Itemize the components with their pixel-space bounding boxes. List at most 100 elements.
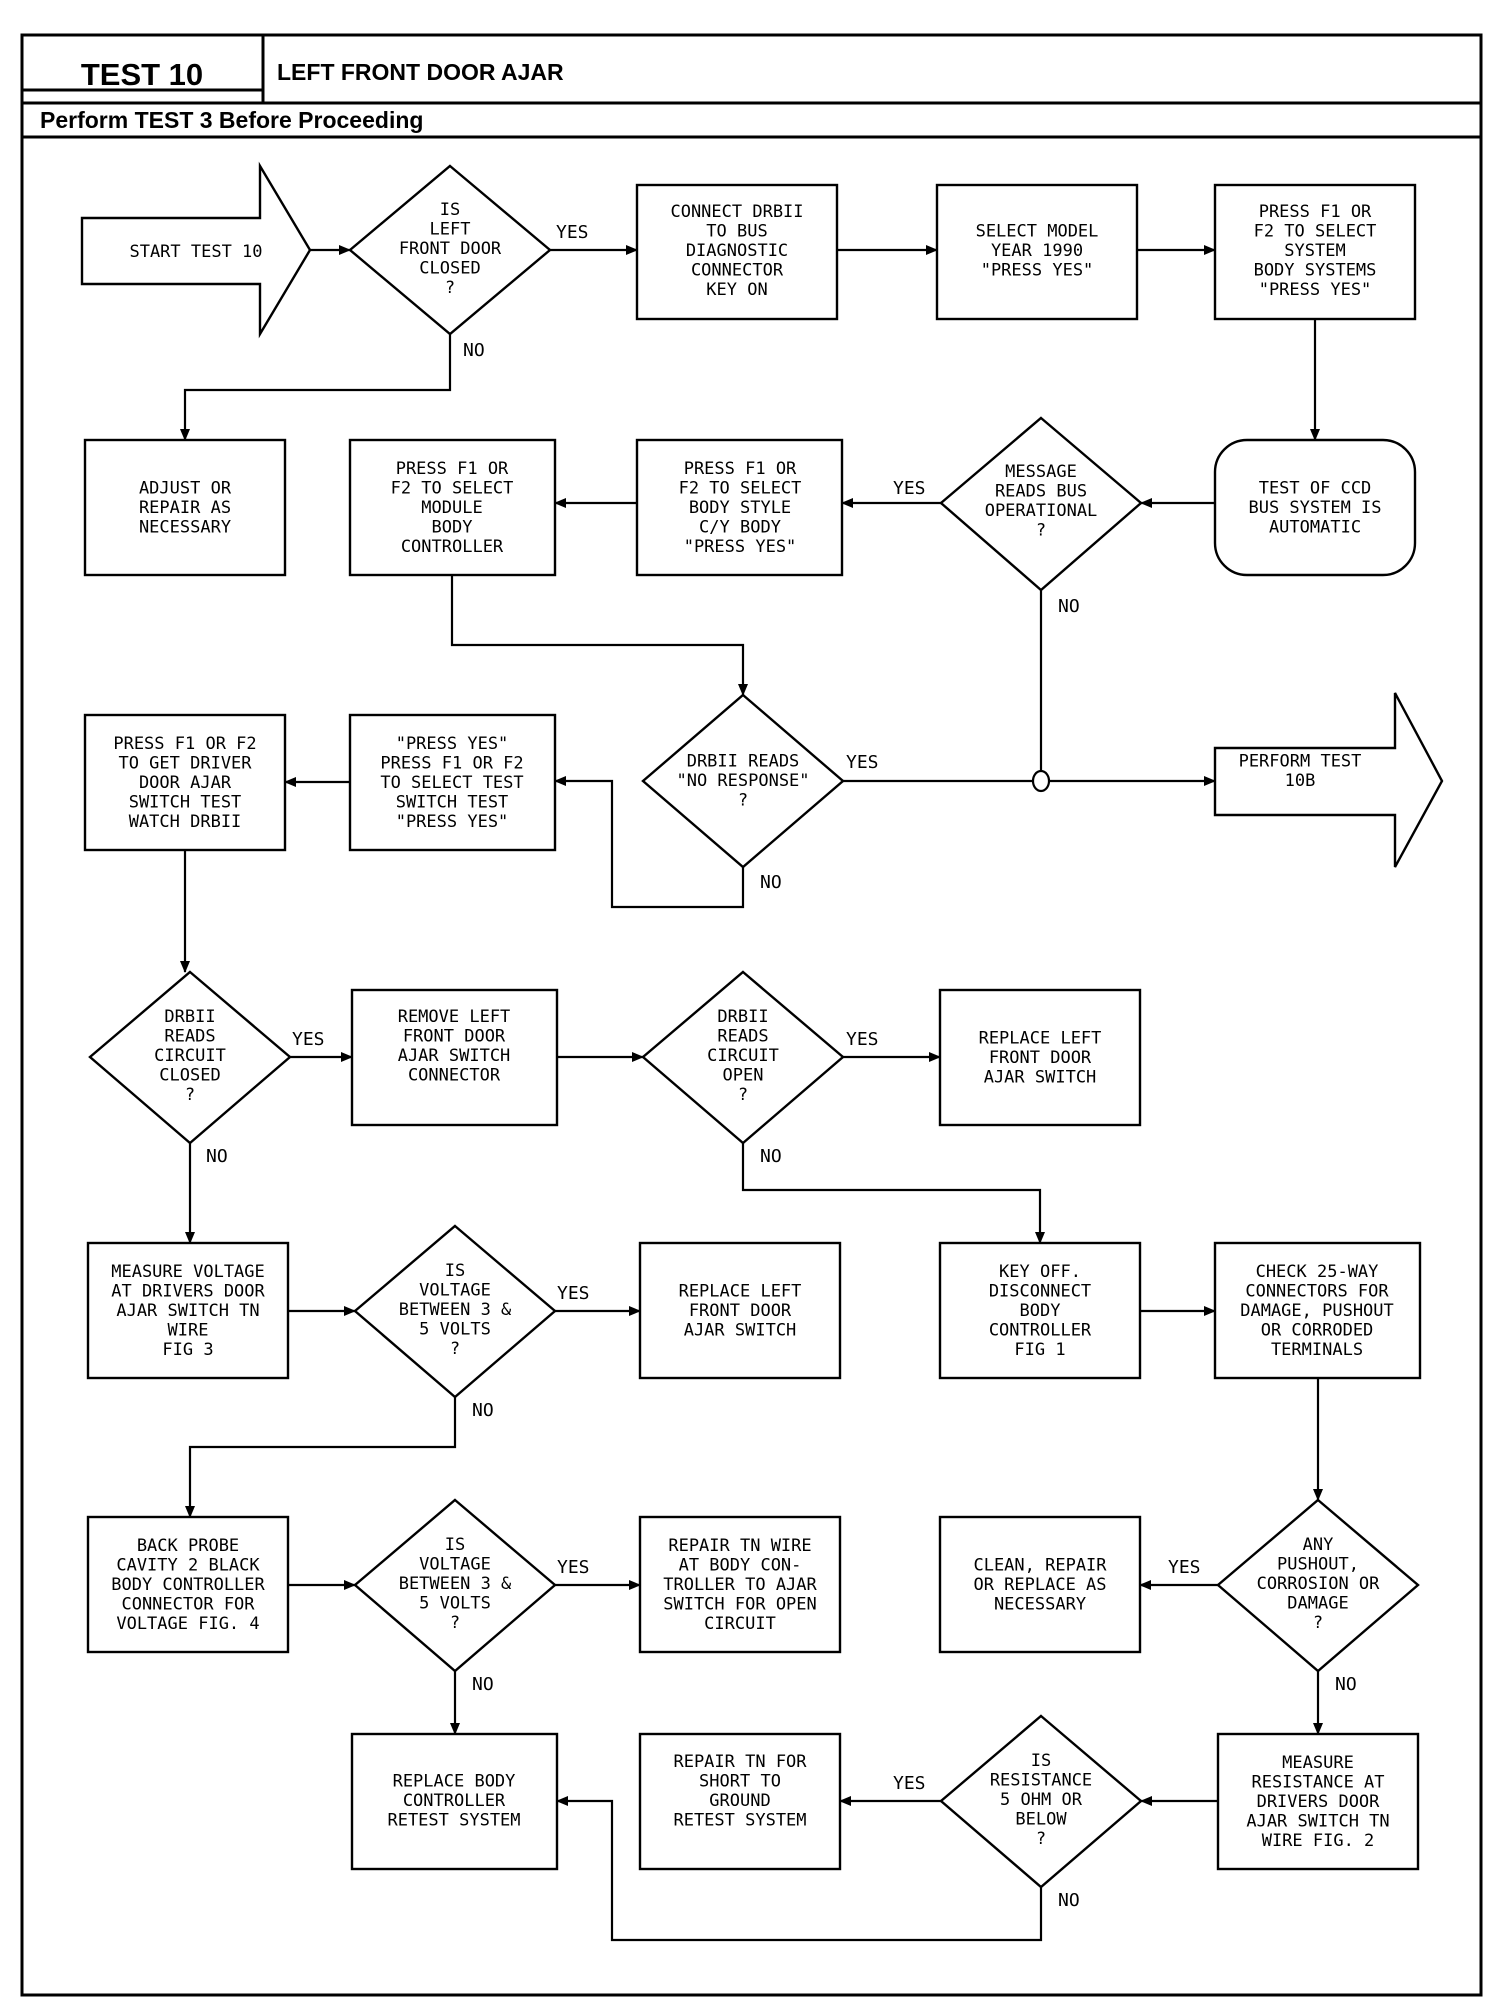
text-line: "PRESS YES" — [1259, 280, 1372, 300]
text-line: "PRESS YES" — [684, 537, 797, 557]
text-line: SWITCH TEST — [129, 793, 242, 813]
flow-connector — [554, 776, 745, 909]
yes-label: YES — [846, 752, 879, 773]
replace-switch-box-2 — [638, 1241, 842, 1380]
text-line: REPAIR TN WIRE — [668, 1536, 811, 1556]
text-line: KEY OFF. — [999, 1262, 1081, 1282]
repair-tn-short-box — [638, 1732, 842, 1871]
text-line: CONTROLLER — [989, 1321, 1092, 1341]
text-line: DISCONNECT — [989, 1282, 1091, 1302]
ccd-test-box — [1213, 438, 1417, 577]
text-line: DRIVERS DOOR — [1257, 1792, 1381, 1812]
driver-ajar-test-box — [83, 713, 287, 852]
text-line: BODY STYLE — [689, 498, 791, 518]
no-label: NO — [760, 872, 782, 893]
text-line: PUSHOUT, — [1277, 1555, 1359, 1575]
perform-test-arrow — [1213, 692, 1444, 868]
text-line: FRONT DOOR — [689, 1301, 792, 1321]
text-line: BUS SYSTEM IS — [1248, 498, 1381, 518]
text-line: CIRCUIT — [707, 1046, 779, 1066]
text-line: SHORT TO — [699, 1771, 781, 1791]
text-line: 5 VOLTS — [419, 1320, 491, 1340]
text-line: CIRCUIT — [154, 1046, 226, 1066]
select-system-box — [1213, 183, 1417, 321]
text-line: WIRE — [168, 1321, 209, 1341]
text-line: C/Y BODY — [699, 518, 781, 538]
text-line: TROLLER TO AJAR — [663, 1575, 817, 1595]
no-label: NO — [472, 1400, 494, 1421]
no-response-decision — [641, 693, 845, 869]
text-line: TERMINALS — [1271, 1340, 1363, 1360]
back-probe-box — [86, 1515, 290, 1654]
text-line: REPAIR TN FOR — [673, 1752, 807, 1772]
text-line: CAVITY 2 BLACK — [116, 1556, 260, 1576]
text-line: NECESSARY — [994, 1595, 1086, 1615]
text-line: REPLACE LEFT — [679, 1282, 802, 1302]
nodes — [80, 161, 1444, 1889]
select-module-box — [348, 438, 557, 577]
text-line: NECESSARY — [139, 518, 231, 538]
text-line: AT DRIVERS DOOR — [111, 1282, 265, 1302]
text-line: REPLACE BODY — [393, 1772, 516, 1792]
voltage-decision-2 — [353, 1498, 557, 1673]
text-line: KEY ON — [706, 280, 767, 300]
voltage-decision-1 — [353, 1224, 557, 1399]
flow-connector — [741, 1143, 1045, 1244]
check-connectors-box — [1213, 1241, 1422, 1380]
select-model-box — [935, 183, 1139, 321]
page-frame — [20, 33, 1483, 1997]
text-line: PRESS F1 OR — [1259, 202, 1372, 222]
repair-tn-open-box — [638, 1515, 842, 1654]
bus-operational-decision — [939, 416, 1143, 592]
text-line: CLOSED — [419, 259, 480, 279]
text-line: LEFT — [430, 220, 471, 240]
text-line: CLOSED — [159, 1066, 220, 1086]
text-line: TEST OF CCD — [1259, 479, 1372, 499]
text-line: OPEN — [723, 1066, 764, 1086]
text-line: REPLACE LEFT — [979, 1029, 1102, 1049]
text-line: YEAR 1990 — [991, 241, 1083, 261]
text-line: IS — [1031, 1751, 1051, 1771]
text-line: BODY — [1020, 1301, 1061, 1321]
text-line: CONNECTOR — [691, 261, 784, 281]
key-off-box — [938, 1241, 1142, 1380]
yes-label: YES — [557, 1557, 590, 1578]
text-line: TO GET DRIVER — [118, 754, 252, 774]
text-line: SYSTEM — [1284, 241, 1345, 261]
text-line: DRBII — [717, 1007, 768, 1027]
circuit-closed-decision — [88, 970, 292, 1145]
text-line: "PRESS YES" — [981, 261, 1094, 281]
text-line: BETWEEN 3 & — [399, 1574, 512, 1594]
flow-connector — [185, 1397, 457, 1518]
text-line: VOLTAGE — [419, 1555, 491, 1575]
text-line: FRONT DOOR — [403, 1026, 506, 1046]
prerequisite-note: Perform TEST 3 Before Proceeding — [40, 107, 423, 133]
text-line: ANY — [1303, 1535, 1334, 1555]
text-line: "NO RESPONSE" — [676, 771, 809, 791]
measure-resistance-box — [1216, 1732, 1420, 1871]
text-line: READS BUS — [995, 481, 1087, 501]
remove-connector-box — [350, 988, 559, 1127]
select-switch-test-box — [348, 713, 557, 852]
text-line: "PRESS YES" — [396, 734, 509, 754]
text-line: MESSAGE — [1005, 462, 1077, 482]
clean-repair-box — [938, 1515, 1142, 1654]
text-line: SELECT MODEL — [976, 222, 1099, 242]
text-line: ? — [450, 1613, 460, 1633]
circuit-open-decision — [641, 970, 845, 1145]
text-line: AT BODY CON- — [679, 1556, 802, 1576]
measure-voltage-box — [86, 1241, 290, 1380]
yes-label: YES — [846, 1029, 879, 1050]
text-line: DOOR AJAR — [139, 773, 232, 793]
